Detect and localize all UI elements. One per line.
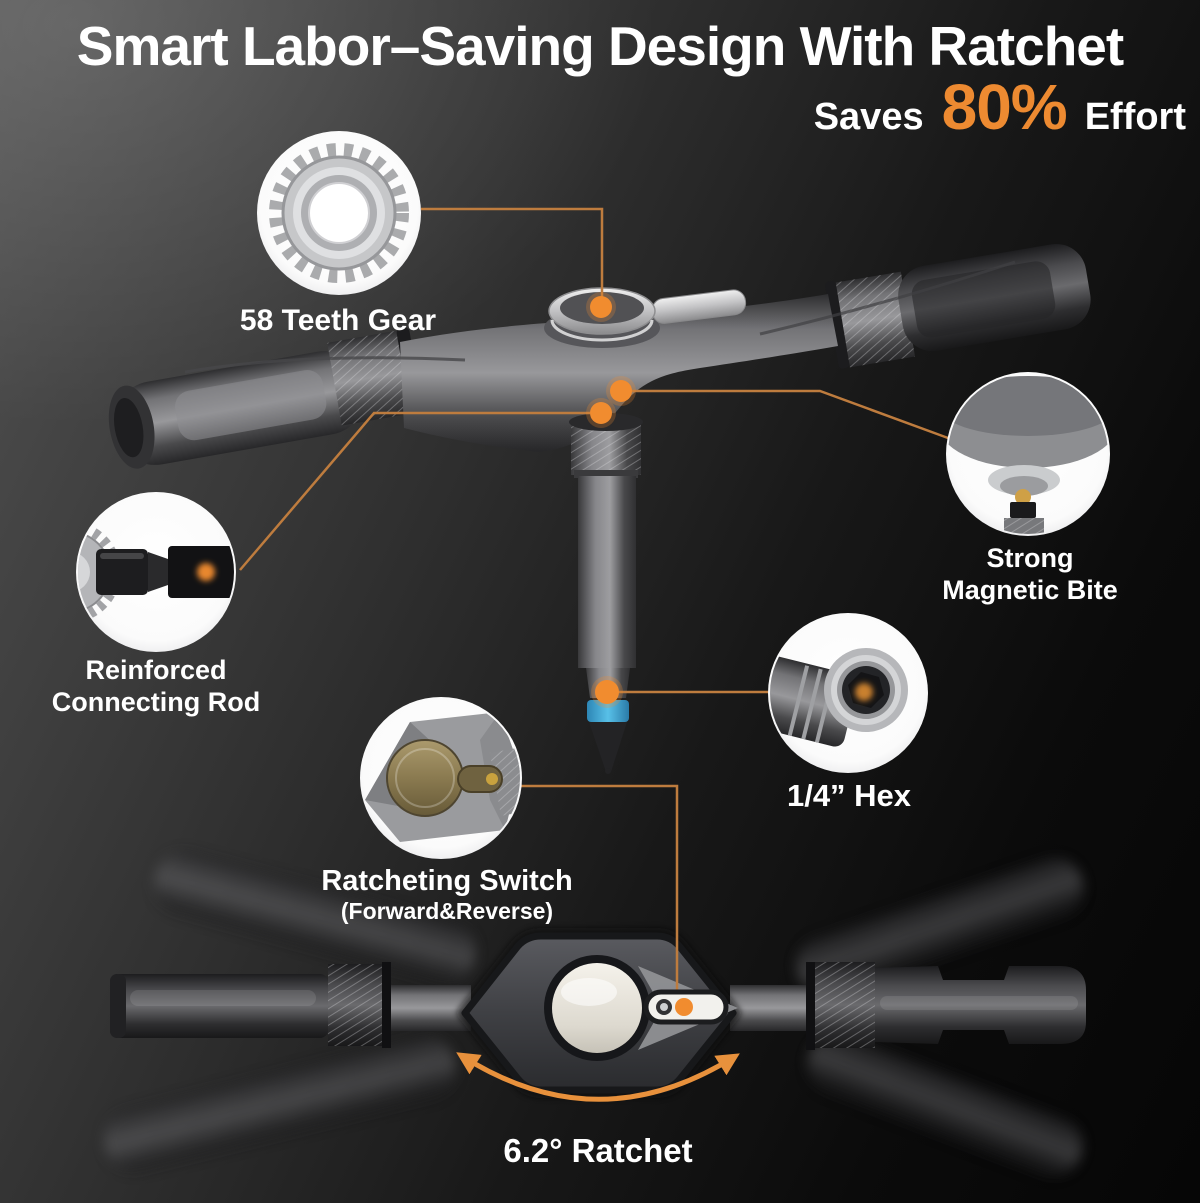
switch-connector-line xyxy=(521,784,679,990)
savings-prefix: Saves xyxy=(813,96,924,138)
magnet-connector-line xyxy=(632,389,949,440)
top-tool-illustration xyxy=(108,244,1091,774)
magnet-callout-label: Strong Magnetic Bite xyxy=(942,543,1118,607)
savings-suffix: Effort xyxy=(1084,96,1186,138)
gear-connector-line xyxy=(421,207,604,300)
switch-label-line1: Ratcheting Switch xyxy=(321,865,573,897)
savings-banner: Saves 80% Effort xyxy=(814,70,1186,144)
magnet-label-line2: Magnetic Bite xyxy=(942,574,1118,605)
forward-reverse-switch xyxy=(643,989,729,1025)
rod-connector-line xyxy=(239,411,590,571)
callout-point-dots xyxy=(586,292,636,708)
rod-label-line1: Reinforced xyxy=(85,655,227,685)
callout-connector-lines xyxy=(239,207,949,990)
switch-callout-label: Ratcheting Switch (Forward&Reverse) xyxy=(321,864,572,925)
ratchet-rotation-arrow-icon xyxy=(456,1052,740,1102)
rod-callout-label: Reinforced Connecting Rod xyxy=(52,655,260,719)
hex-callout-label: 1/4” Hex xyxy=(786,778,912,813)
ratchet-angle-label: 6.2° Ratchet xyxy=(503,1132,693,1169)
quarter-inch-hex-closeup-icon xyxy=(768,613,928,773)
page-title: Smart Labor–Saving Design With Ratchet xyxy=(76,15,1124,77)
bit-band-blue xyxy=(587,700,629,722)
ratcheting-switch-closeup-icon xyxy=(360,697,522,859)
magnet-label-line1: Strong xyxy=(986,543,1074,573)
ratchet-knob xyxy=(552,963,642,1053)
magnetic-bite-closeup-icon xyxy=(946,372,1110,536)
savings-percentage: 80% xyxy=(941,71,1068,143)
switch-label-line2: (Forward&Reverse) xyxy=(340,898,554,925)
gear-closeup-icon xyxy=(257,131,421,295)
connecting-rod-closeup-icon xyxy=(76,492,236,652)
gear-callout-label: 58 Teeth Gear xyxy=(239,304,437,337)
rod-label-line2: Connecting Rod xyxy=(51,686,261,717)
